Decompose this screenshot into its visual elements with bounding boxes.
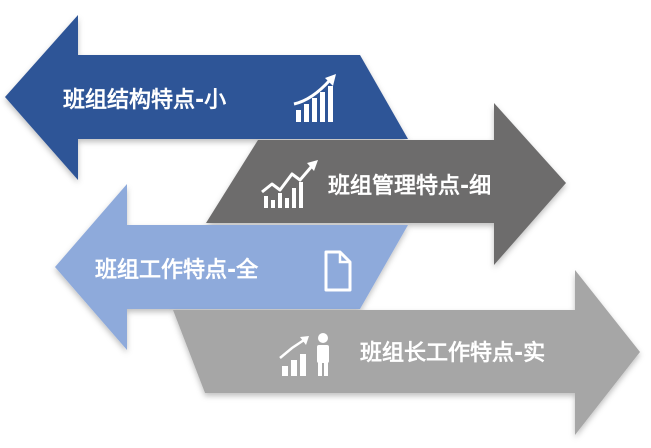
arrow-management-right bbox=[206, 103, 566, 265]
arrow-structure-left bbox=[5, 15, 408, 180]
arrow-label-management: 班组管理特点-细 bbox=[328, 174, 492, 199]
arrow-label-structure: 班组结构特点-小 bbox=[63, 88, 227, 113]
document-icon bbox=[324, 250, 352, 292]
zigzag-growth-chart-icon bbox=[261, 160, 318, 208]
arrow-leader-right bbox=[173, 270, 640, 435]
person-bar-chart-icon bbox=[279, 333, 329, 376]
arrow-work-left bbox=[55, 184, 408, 350]
arrow-label-leader: 班组长工作特点-实 bbox=[360, 341, 546, 366]
bar-chart-rising-icon bbox=[293, 74, 336, 122]
arrow-label-work: 班组工作特点-全 bbox=[95, 258, 259, 283]
